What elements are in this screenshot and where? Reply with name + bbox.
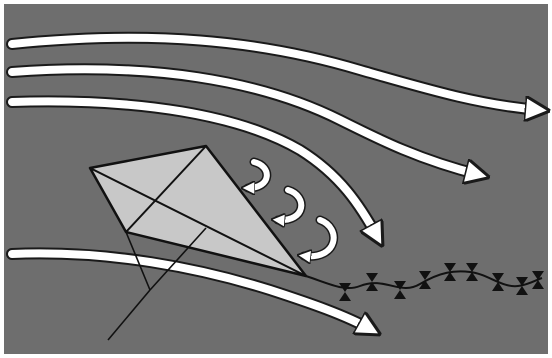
diagram-background	[4, 4, 548, 354]
